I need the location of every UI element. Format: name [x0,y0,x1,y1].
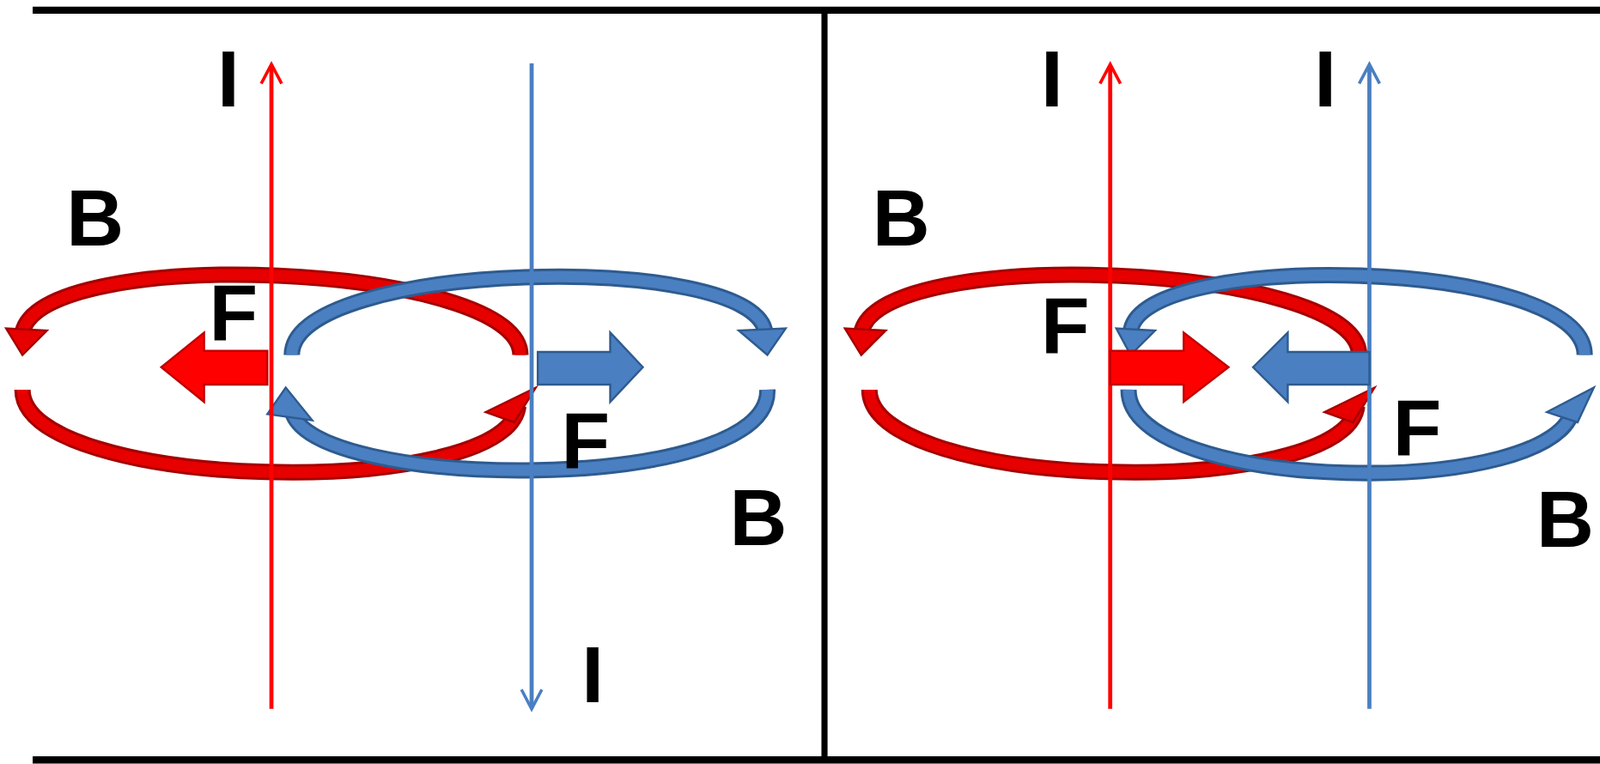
field-arrowhead-blue [1546,388,1594,423]
field-arc-red [869,389,1357,473]
field-arc-blue [1128,389,1574,474]
field-arrowhead-red [486,388,536,423]
current-arrowhead [521,689,542,710]
field-arrowhead-blue [267,388,312,421]
force-label: F [1040,285,1090,366]
current-arrowhead [1359,64,1381,85]
field-label: B [66,178,124,259]
field-label: B [872,178,931,259]
force-arrow-blue [1253,332,1369,402]
field-arc-blue [1128,389,1574,474]
current-label: I [1040,38,1064,119]
current-wire [1107,65,1113,710]
field-arc-red [869,389,1357,473]
field-arrowhead-red [1324,388,1375,423]
frame-line [32,756,1600,764]
current-label: I [581,634,604,715]
current-wire [269,65,274,710]
frame-line [32,6,1600,14]
field-label: B [1536,479,1594,560]
current-label: I [217,38,240,119]
panel-divider [821,12,828,761]
field-arc-blue [292,276,766,355]
field-label: B [730,477,788,558]
current-wire [529,63,535,708]
force-label: F [1393,388,1442,469]
force-label: F [560,401,610,481]
field-arc-blue [292,276,766,355]
force-arrow-blue [537,332,643,402]
field-arrowhead-blue [738,328,786,356]
current-wire [1367,65,1372,710]
current-arrowhead [1100,64,1121,85]
field-arrowhead-red [6,328,48,356]
force-arrow-red [1110,332,1229,402]
current-arrowhead [261,64,282,85]
field-arrowhead-red [845,328,887,356]
current-label: I [1314,38,1337,119]
force-label: F [209,272,259,353]
